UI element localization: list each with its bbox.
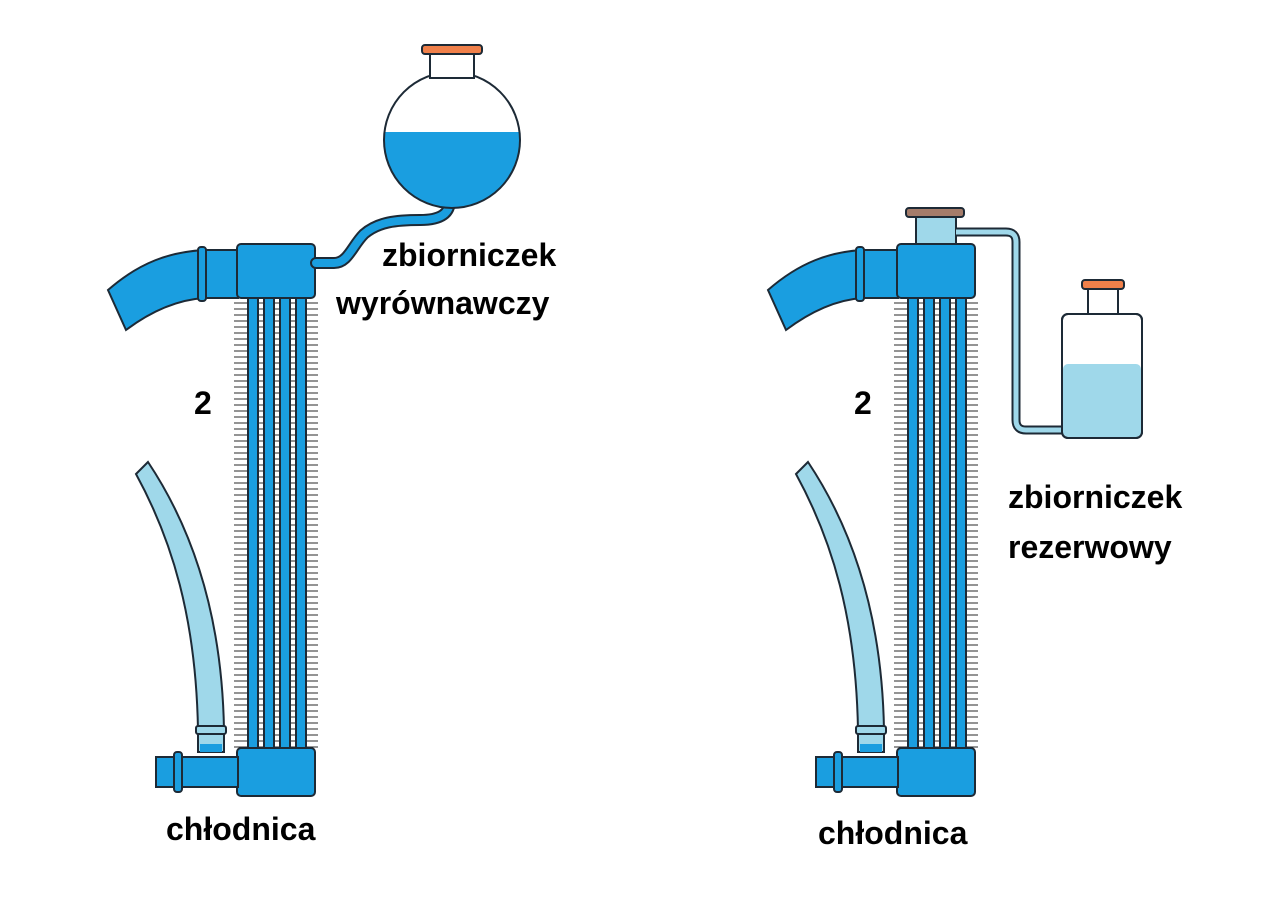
- right-cooling-system: [766, 207, 1143, 797]
- right-lower-hose: [794, 460, 887, 753]
- left-upper-hose: [106, 246, 239, 332]
- left-tank-label-line1: zbiorniczek: [382, 237, 557, 273]
- right-radiator-top-tank: [896, 243, 976, 299]
- right-outlet-pipe: [815, 751, 899, 793]
- right-filler-neck: [915, 213, 957, 247]
- right-number-label: 2: [854, 385, 872, 421]
- right-reserve-tank: [1061, 279, 1143, 439]
- left-cooling-system: [106, 44, 521, 797]
- right-radiator-label: chłodnica: [818, 815, 968, 851]
- left-outlet-pipe: [155, 751, 239, 793]
- left-radiator-bottom-tank: [236, 747, 316, 797]
- left-radiator-top-tank: [236, 243, 316, 299]
- left-number-label: 2: [194, 385, 212, 421]
- left-tank-cap: [421, 44, 483, 55]
- right-radiator-cap: [905, 207, 965, 218]
- right-reserve-tank-cap: [1081, 279, 1125, 290]
- left-expansion-tank: [383, 44, 521, 209]
- left-radiator-label: chłodnica: [166, 811, 316, 847]
- right-tank-label-line2: rezerwowy: [1008, 529, 1172, 565]
- right-upper-hose: [766, 246, 899, 332]
- left-lower-hose: [134, 460, 227, 753]
- right-tank-label-line1: zbiorniczek: [1008, 479, 1183, 515]
- left-tank-label-line2: wyrównawczy: [336, 285, 550, 321]
- right-radiator-bottom-tank: [896, 747, 976, 797]
